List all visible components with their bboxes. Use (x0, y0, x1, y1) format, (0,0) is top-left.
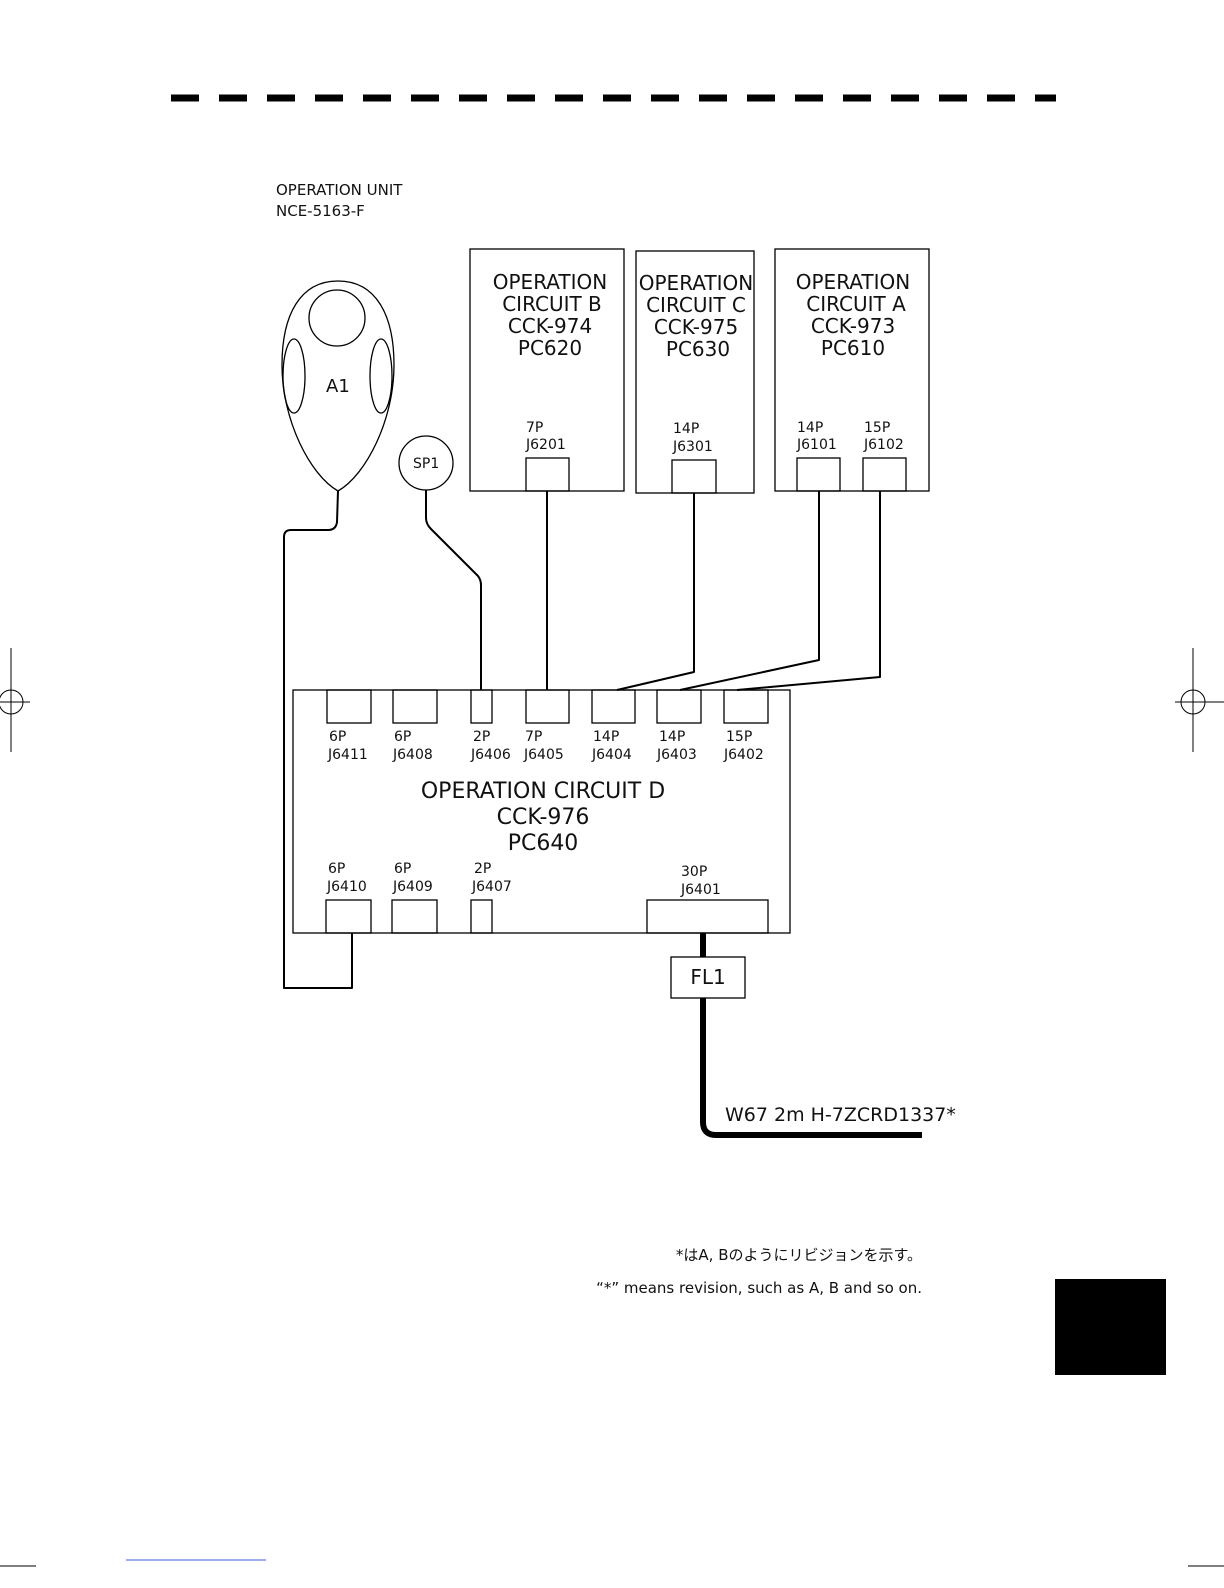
connector-j6402-pins: 15P (726, 729, 752, 745)
connector-j6408-ref: J6408 (392, 747, 433, 763)
unit-model: NCE-5163-F (276, 202, 365, 220)
board-b-line4: PC620 (518, 336, 582, 360)
connector-j6401-pins: 30P (681, 864, 707, 880)
connector-j6301 (671, 459, 717, 494)
chapter-tab (1055, 1279, 1166, 1375)
connector-j6411-pins: 6P (329, 729, 346, 745)
connector-j6407-ref: J6407 (471, 879, 512, 895)
wire-sp1-to-j6406 (425, 490, 482, 690)
connector-j6102 (862, 457, 907, 492)
connector-j6409-pins: 6P (394, 861, 411, 877)
connector-j6404-ref: J6404 (591, 747, 632, 763)
connector-j6406-ref: J6406 (470, 747, 511, 763)
connector-j6101 (796, 457, 841, 492)
board-d-line1: OPERATION CIRCUIT D (421, 779, 665, 804)
wire-j6102-to-j6402 (736, 491, 881, 691)
connector-j6405-pins: 7P (525, 729, 542, 745)
connector-j6405-ref: J6405 (523, 747, 564, 763)
registration-mark-right (1175, 648, 1224, 752)
cable-label: W67 2m H-7ZCRD1337* (725, 1104, 956, 1126)
board-b-line2: CIRCUIT B (502, 292, 602, 316)
connector-j6401 (646, 899, 769, 934)
note-japanese: *はA, Bのようにリビジョンを示す。 (676, 1246, 922, 1264)
connector-j6409 (391, 899, 438, 934)
board-a-line3: CCK-973 (811, 314, 895, 338)
connector-j6102-pins: 15P (864, 420, 890, 436)
connector-j6410-pins: 6P (328, 861, 345, 877)
connector-j6403 (656, 689, 702, 724)
connector-j6407-pins: 2P (474, 861, 491, 877)
connector-j6301-pins: 14P (673, 421, 699, 437)
connector-j6402-ref: J6402 (723, 747, 764, 763)
trackball-label: A1 (326, 376, 350, 397)
connector-j6406 (470, 689, 493, 724)
board-b-line3: CCK-974 (508, 314, 592, 338)
unit-title: OPERATION UNIT (276, 181, 403, 199)
connector-j6411-ref: J6411 (327, 747, 368, 763)
wire-j6301-to-j6404 (616, 493, 695, 691)
wire-a1-to-j6410 (283, 490, 353, 989)
board-d-line2: CCK-976 (497, 805, 590, 830)
wire-j6101-to-j6403 (679, 491, 820, 691)
connector-j6102-ref: J6102 (863, 437, 904, 453)
filter-label: FL1 (690, 965, 725, 989)
speaker-label: SP1 (413, 456, 439, 472)
connector-j6411 (326, 689, 372, 724)
board-c-line3: CCK-975 (654, 315, 738, 339)
connector-j6403-pins: 14P (659, 729, 685, 745)
connector-j6101-ref: J6101 (796, 437, 837, 453)
board-a (774, 248, 930, 492)
board-a-line1: OPERATION (796, 270, 910, 294)
connector-j6402 (723, 689, 769, 724)
connector-j6201-pins: 7P (526, 420, 543, 436)
board-c-line2: CIRCUIT C (646, 293, 746, 317)
connector-j6408 (392, 689, 438, 724)
connector-j6201-ref: J6201 (525, 437, 566, 453)
board-d-line3: PC640 (508, 831, 579, 856)
board-a-line2: CIRCUIT A (806, 292, 906, 316)
registration-mark-left (0, 648, 30, 752)
connector-j6407 (470, 899, 493, 934)
connector-j6408-pins: 6P (394, 729, 411, 745)
note-english: “*” means revision, such as A, B and so … (596, 1279, 922, 1297)
board-c-line1: OPERATION (639, 271, 753, 295)
connector-j6410-ref: J6410 (326, 879, 367, 895)
connector-j6201 (525, 457, 570, 492)
board-c-line4: PC630 (666, 337, 730, 361)
connector-j6406-pins: 2P (473, 729, 490, 745)
filter-fl1 (670, 956, 746, 999)
board-b-line1: OPERATION (493, 270, 607, 294)
connector-j6403-ref: J6403 (656, 747, 697, 763)
cable-w67 (700, 998, 922, 1138)
connector-j6101-pins: 14P (797, 420, 823, 436)
connector-j6409-ref: J6409 (392, 879, 433, 895)
board-a-line4: PC610 (821, 336, 885, 360)
connector-j6401-ref: J6401 (680, 882, 721, 898)
connector-j6404-pins: 14P (593, 729, 619, 745)
connector-j6405 (525, 689, 570, 724)
connector-j6301-ref: J6301 (672, 439, 713, 455)
connector-j6404 (591, 689, 636, 724)
connector-j6410 (325, 899, 372, 934)
